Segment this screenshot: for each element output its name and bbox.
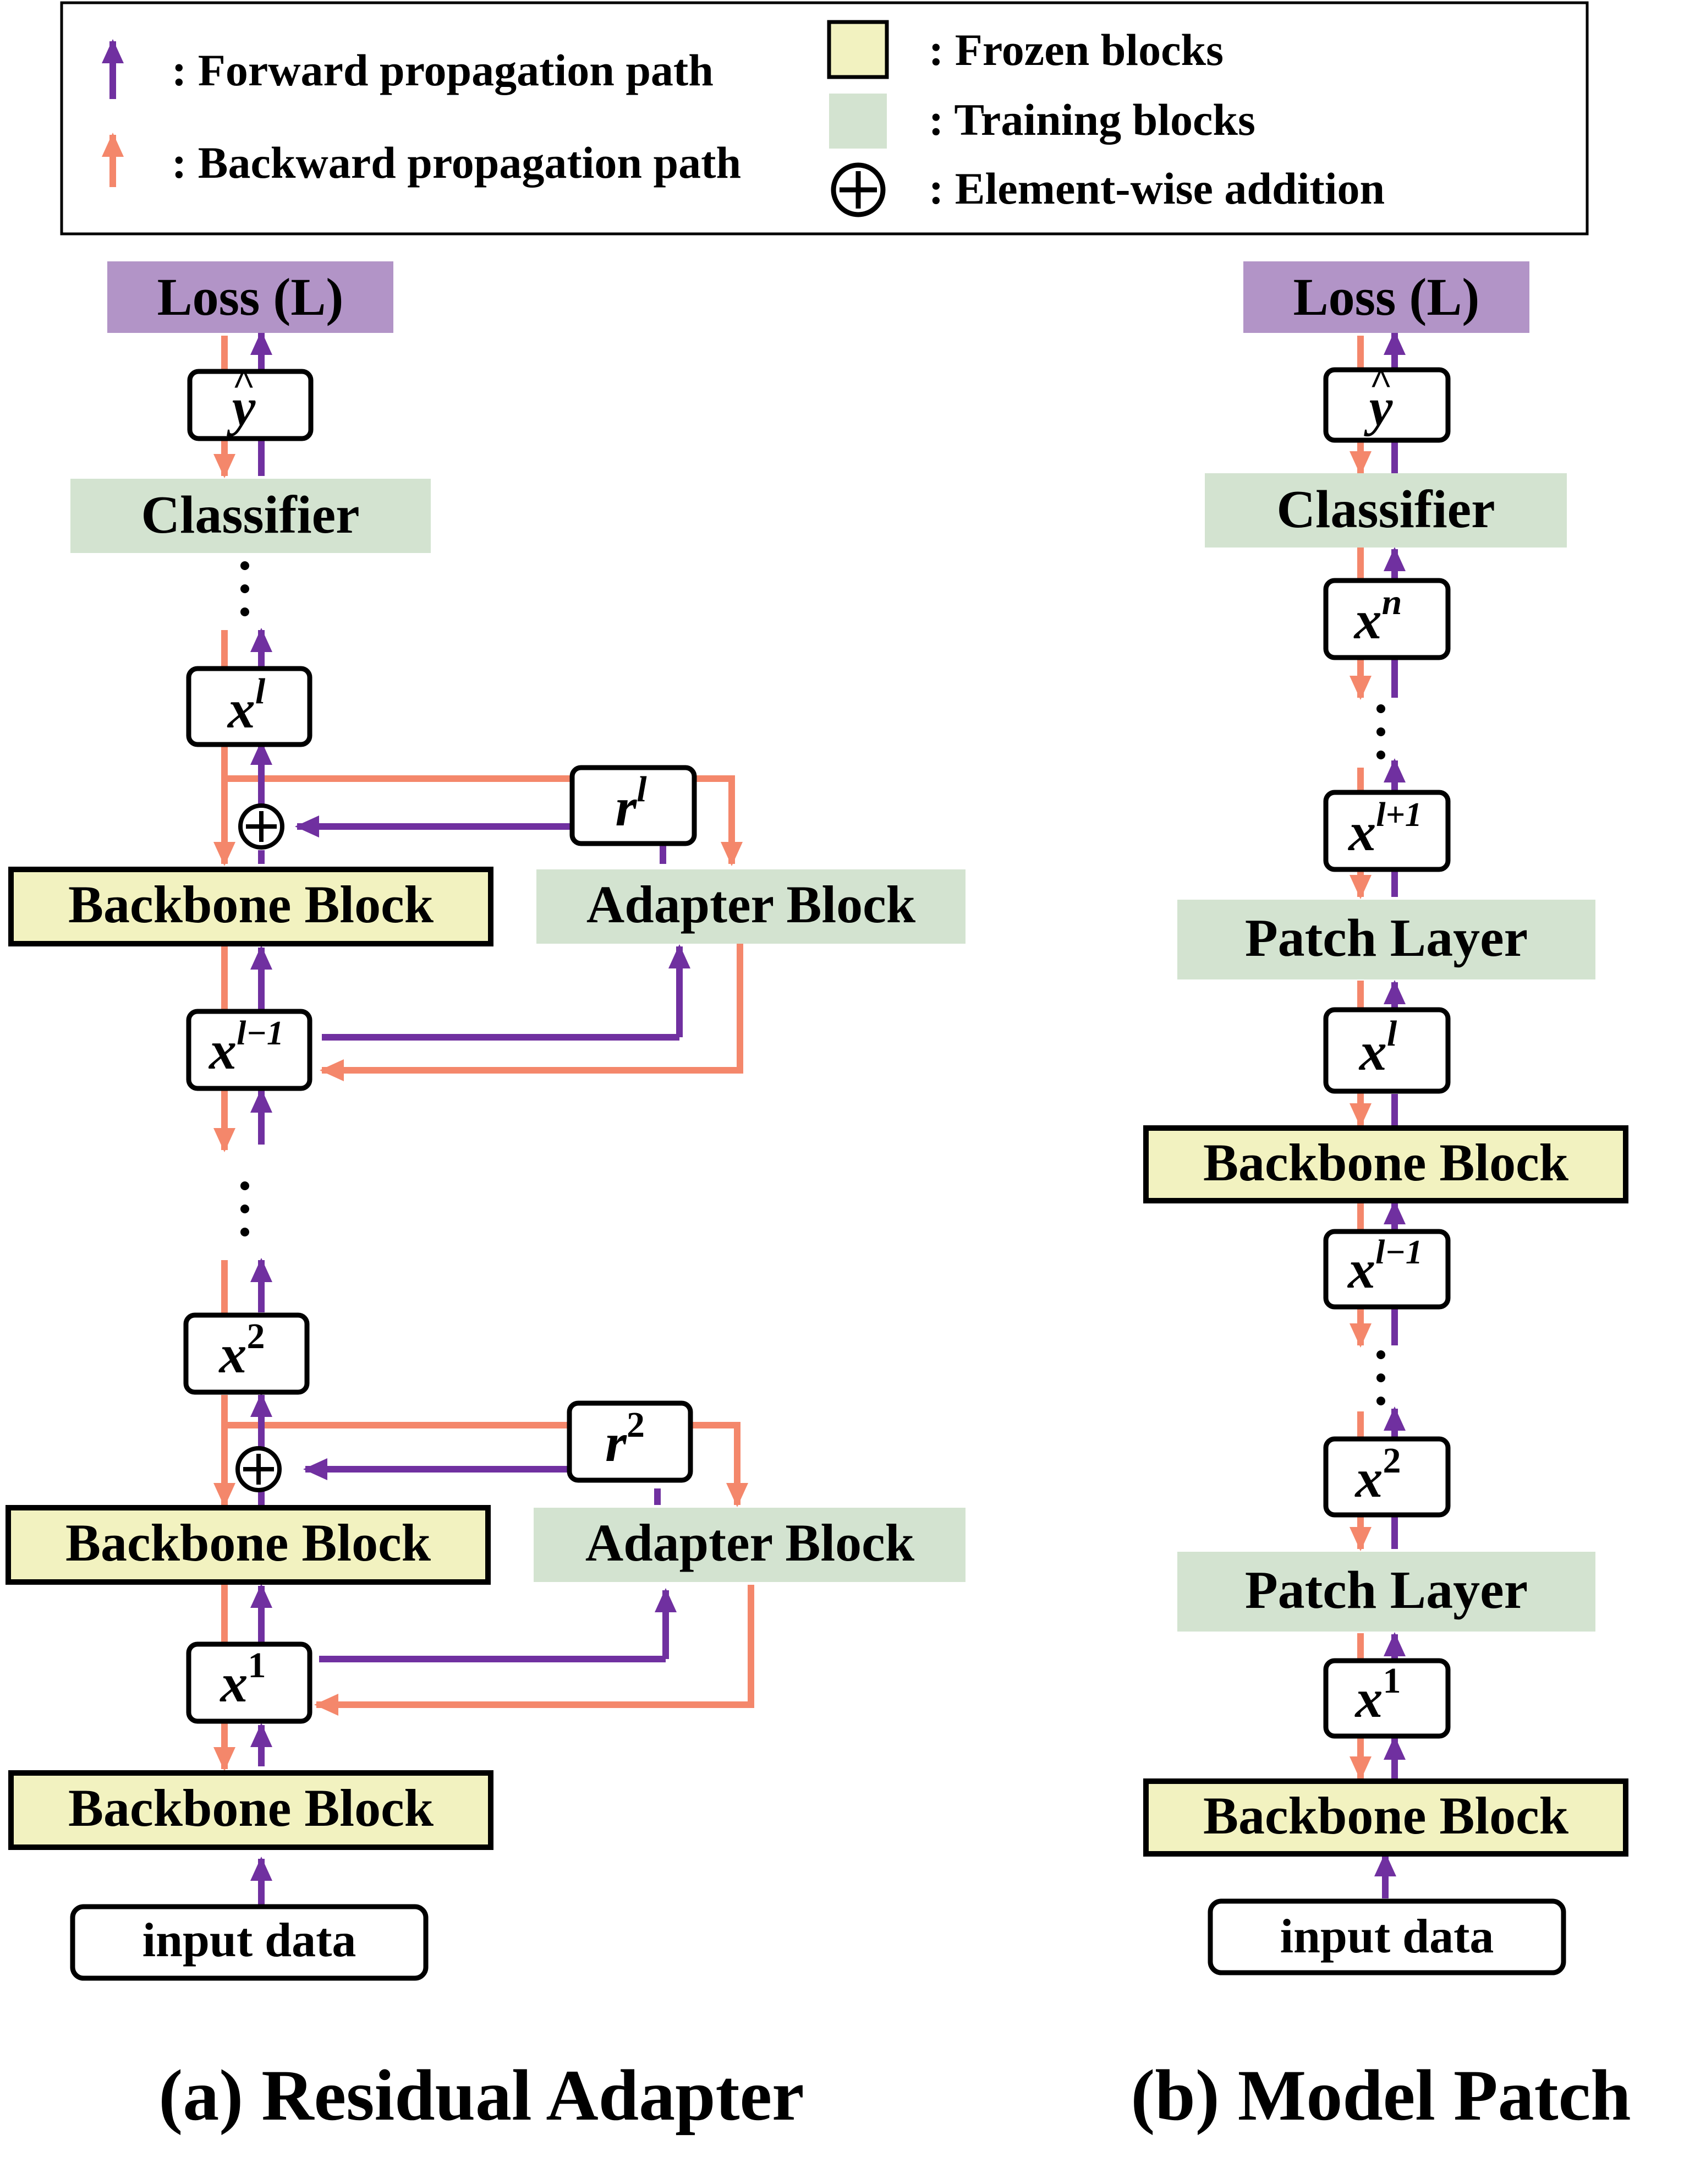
- legend-frame: [60, 1, 1589, 236]
- patch-layer-lower: Patch Layer: [1177, 1552, 1595, 1632]
- backbone-block-bottom: Backbone Block: [8, 1770, 493, 1850]
- residual-adapter-forward-paths: [250, 331, 690, 1907]
- input-data-node: input data: [70, 1904, 429, 1981]
- patch-feature-node-x-l: xl: [1323, 1007, 1451, 1094]
- patch-backbone-block-bottom: Backbone Block: [1143, 1778, 1628, 1857]
- feature-node-x-n: xn: [1323, 578, 1451, 660]
- addition-node-upper-icon: [238, 803, 284, 850]
- patch-feature-node-x-l-minus-1: xl−1: [1323, 1229, 1451, 1310]
- patch-input-data-node: input data: [1208, 1898, 1566, 1975]
- model-patch-forward-paths: [1374, 331, 1406, 1898]
- svg-text:xn: xn: [1353, 582, 1402, 650]
- patch-feature-node-x-1: x1: [1323, 1658, 1451, 1739]
- loss-label: Loss (L): [157, 267, 344, 326]
- y-hat-node: ^ y: [187, 360, 314, 441]
- svg-text:xl+1: xl+1: [1347, 796, 1422, 862]
- patch-layer-lower-label: Patch Layer: [1245, 1561, 1528, 1620]
- legend-backward-label: : Backward propagation path: [172, 138, 741, 188]
- feature-node-x-2: x2: [183, 1312, 310, 1395]
- input-data-label: input data: [142, 1914, 356, 1967]
- adapter-lower-label: Adapter Block: [585, 1513, 915, 1572]
- patch-backbone-upper-label: Backbone Block: [1203, 1133, 1569, 1192]
- legend-forward-label: : Forward propagation path: [172, 45, 714, 95]
- patch-backbone-bottom-label: Backbone Block: [1203, 1786, 1569, 1845]
- patch-backbone-block-upper: Backbone Block: [1143, 1125, 1628, 1203]
- training-block-swatch-icon: [829, 94, 887, 149]
- svg-text:x1: x1: [1354, 1661, 1401, 1729]
- svg-text:rl: rl: [615, 769, 647, 838]
- legend-training-label: : Training blocks: [929, 95, 1255, 145]
- patch-y-hat-accent: ^: [1369, 359, 1392, 403]
- feature-node-x-l-minus-1: xl−1: [186, 1009, 312, 1091]
- model-patch-continuation-dots: [1376, 704, 1385, 1405]
- patch-input-data-label: input data: [1280, 1910, 1494, 1963]
- feature-node-x-l: xl: [186, 666, 312, 747]
- backbone-block-middle: Backbone Block: [6, 1505, 491, 1585]
- svg-text:r2: r2: [605, 1405, 645, 1473]
- svg-text:x1: x1: [220, 1645, 266, 1714]
- residual-node-r-l: rl: [569, 765, 697, 846]
- legend: : Forward propagation path : Backward pr…: [60, 1, 1589, 236]
- feature-node-x-l-plus-1: xl+1: [1323, 790, 1451, 872]
- legend-frozen-label: : Frozen blocks: [929, 25, 1224, 75]
- addition-symbol-icon: [831, 162, 886, 217]
- backbone-block-upper: Backbone Block: [8, 867, 493, 946]
- classifier-block: Classifier: [70, 479, 431, 553]
- patch-layer-upper: Patch Layer: [1177, 900, 1595, 979]
- adapter-block-upper: Adapter Block: [536, 869, 966, 944]
- svg-text:x2: x2: [218, 1316, 265, 1384]
- caption-residual-adapter: (a) Residual Adapter: [158, 2055, 804, 2136]
- svg-text:xl: xl: [227, 671, 266, 740]
- patch-classifier-label: Classifier: [1276, 480, 1495, 539]
- y-hat-accent: ^: [232, 360, 255, 404]
- patch-y-hat-node: ^ y: [1323, 359, 1451, 443]
- backbone-bottom-label: Backbone Block: [68, 1778, 434, 1837]
- patch-loss-block: Loss (L): [1243, 261, 1529, 333]
- classifier-label: Classifier: [141, 485, 359, 545]
- addition-node-lower-icon: [235, 1446, 282, 1492]
- residual-adapter-diagram: Loss (L) ^ y Classifier xl rl: [6, 261, 966, 1981]
- adapter-block-lower: Adapter Block: [534, 1508, 966, 1582]
- continuation-dots: [240, 561, 249, 1236]
- patch-feature-node-x-2: x2: [1323, 1436, 1451, 1518]
- patch-classifier-block: Classifier: [1205, 473, 1567, 548]
- svg-text:xl: xl: [1358, 1014, 1397, 1082]
- frozen-block-swatch-icon: [827, 20, 889, 79]
- patch-loss-label: Loss (L): [1293, 267, 1480, 326]
- loss-block: Loss (L): [107, 261, 393, 333]
- residual-adapter-backward-paths: [213, 336, 754, 1771]
- legend-addition-label: : Element-wise addition: [929, 163, 1385, 214]
- svg-text:x2: x2: [1354, 1441, 1401, 1509]
- backbone-middle-label: Backbone Block: [65, 1513, 431, 1572]
- adapter-upper-label: Adapter Block: [586, 875, 916, 934]
- svg-text:xl−1: xl−1: [1347, 1234, 1423, 1300]
- caption-model-patch: (b) Model Patch: [1131, 2055, 1631, 2136]
- backbone-upper-label: Backbone Block: [68, 875, 434, 934]
- residual-node-r-2: r2: [567, 1400, 693, 1483]
- svg-text:xl−1: xl−1: [208, 1015, 284, 1081]
- patch-layer-upper-label: Patch Layer: [1245, 908, 1528, 968]
- feature-node-x-1: x1: [186, 1641, 312, 1724]
- model-patch-diagram: Loss (L) ^ y Classifier xn xl+1 Patch La…: [1143, 261, 1628, 1975]
